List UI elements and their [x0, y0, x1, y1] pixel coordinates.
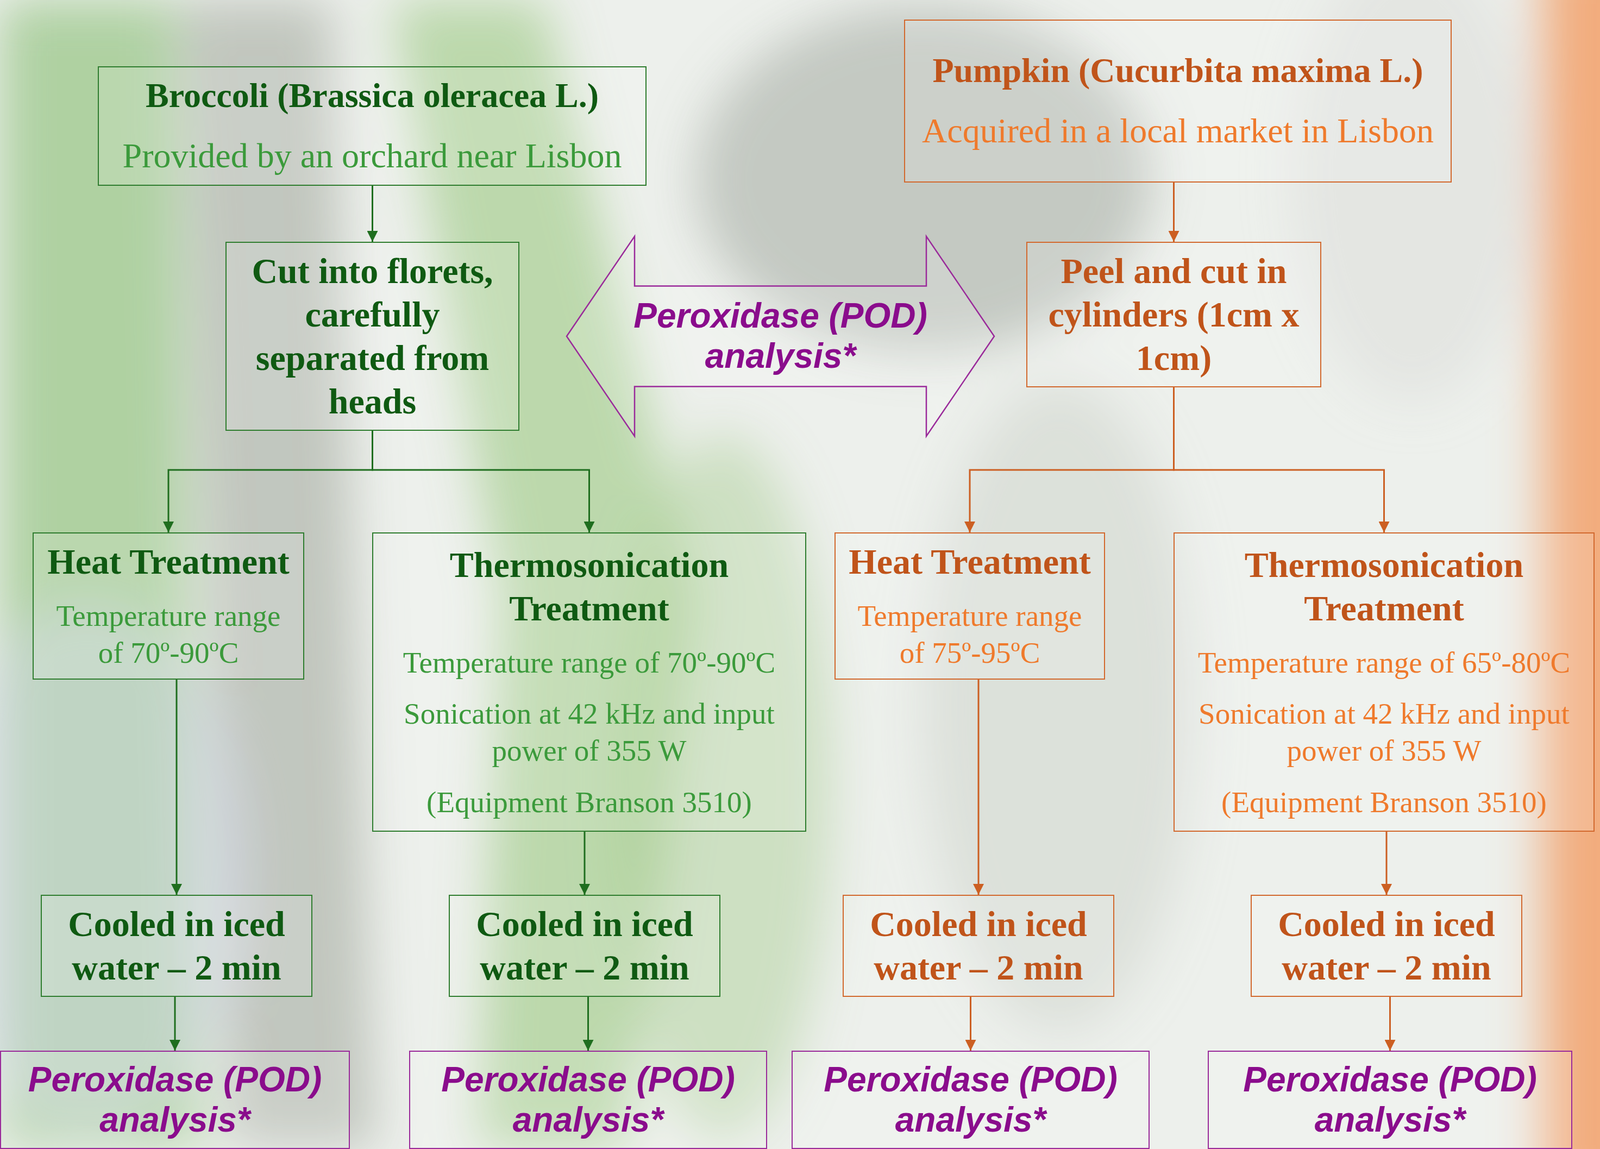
- flow-arrow: [977, 679, 980, 895]
- treatment-box: Heat TreatmentTemperature range of 70º-9…: [32, 532, 305, 680]
- box-text: (Equipment Branson 3510): [1221, 783, 1547, 821]
- flow-arrow: [1172, 182, 1175, 242]
- analysis-label: Peroxidase (POD) analysis*: [609, 296, 952, 376]
- box-text: Temperature range of 65º-80ºC: [1197, 644, 1571, 682]
- flow-arrow: [371, 185, 374, 242]
- cooling-box: Cooled in iced water – 2 min: [842, 894, 1115, 997]
- box-heading: Broccoli (Brassica oleracea L.): [145, 73, 599, 118]
- flow-arrow: [969, 387, 1175, 533]
- box-text: Temperature range of 70º-90ºC: [43, 597, 294, 672]
- analysis-label: Peroxidase (POD) analysis*: [802, 1059, 1139, 1140]
- flow-arrow: [1389, 996, 1391, 1051]
- box-heading: Pumpkin (Cucurbita maxima L.): [932, 48, 1423, 93]
- source-box: Broccoli (Brassica oleracea L.) Provided …: [97, 66, 647, 186]
- flow-arrow: [168, 430, 373, 533]
- box-text: Cooled in iced water – 2 min: [51, 902, 302, 990]
- flow-arrow: [372, 430, 590, 533]
- flow-arrow: [584, 831, 586, 895]
- box-heading: Heat Treatment: [848, 540, 1091, 584]
- box-text: Acquired in a local market in Lisbon: [921, 108, 1434, 153]
- box-text: (Equipment Branson 3510): [426, 783, 752, 821]
- box-text: Cut into florets, carefully separated fr…: [236, 249, 509, 423]
- box-text: Temperature range of 75º-95ºC: [845, 597, 1095, 672]
- treatment-box: Thermosonication TreatmentTemperature ra…: [1173, 532, 1595, 832]
- box-text: Cooled in iced water – 2 min: [1261, 902, 1512, 990]
- treatment-box: Thermosonication TreatmentTemperature ra…: [372, 532, 807, 832]
- box-text: Provided by an orchard near Lisbon: [122, 133, 623, 178]
- box-text: Sonication at 42 kHz and input power of …: [383, 695, 796, 770]
- analysis-label: Peroxidase (POD) analysis*: [10, 1059, 340, 1140]
- box-heading: Thermosonication Treatment: [383, 543, 796, 631]
- cooling-box: Cooled in iced water – 2 min: [40, 894, 313, 997]
- cooling-box: Cooled in iced water – 2 min: [1250, 894, 1523, 997]
- box-text: Temperature range of 70º-90ºC: [403, 644, 776, 682]
- box-heading: Thermosonication Treatment: [1184, 543, 1584, 631]
- flow-arrow: [587, 996, 589, 1051]
- flow-arrow: [176, 679, 178, 895]
- analysis-label: Peroxidase (POD) analysis*: [1218, 1059, 1562, 1140]
- analysis-box: Peroxidase (POD) analysis*: [791, 1050, 1150, 1149]
- analysis-box: Peroxidase (POD) analysis*: [0, 1050, 350, 1149]
- analysis-double-arrow: Peroxidase (POD) analysis*: [566, 235, 995, 437]
- source-box: Pumpkin (Cucurbita maxima L.) Acquired in…: [904, 19, 1452, 183]
- box-text: Sonication at 42 kHz and input power of …: [1184, 695, 1584, 770]
- flow-arrow: [174, 996, 177, 1051]
- cooling-box: Cooled in iced water – 2 min: [448, 894, 721, 997]
- box-text: Peel and cut in cylinders (1cm x 1cm): [1037, 249, 1311, 380]
- analysis-box: Peroxidase (POD) analysis*: [409, 1050, 768, 1149]
- double-arrow-outline: [566, 236, 995, 437]
- box-text: Cooled in iced water – 2 min: [459, 902, 710, 990]
- process-box: Cut into florets, carefully separated fr…: [225, 241, 520, 431]
- treatment-box: Heat TreatmentTemperature range of 75º-9…: [834, 532, 1106, 680]
- flow-arrow: [1385, 831, 1388, 895]
- box-heading: Heat Treatment: [47, 540, 290, 584]
- process-box: Peel and cut in cylinders (1cm x 1cm): [1026, 241, 1322, 388]
- analysis-box: Peroxidase (POD) analysis*: [1207, 1050, 1573, 1149]
- flow-arrow: [1174, 387, 1385, 533]
- analysis-label: Peroxidase (POD) analysis*: [419, 1059, 757, 1140]
- box-text: Cooled in iced water – 2 min: [853, 902, 1104, 990]
- flow-arrow: [969, 996, 972, 1051]
